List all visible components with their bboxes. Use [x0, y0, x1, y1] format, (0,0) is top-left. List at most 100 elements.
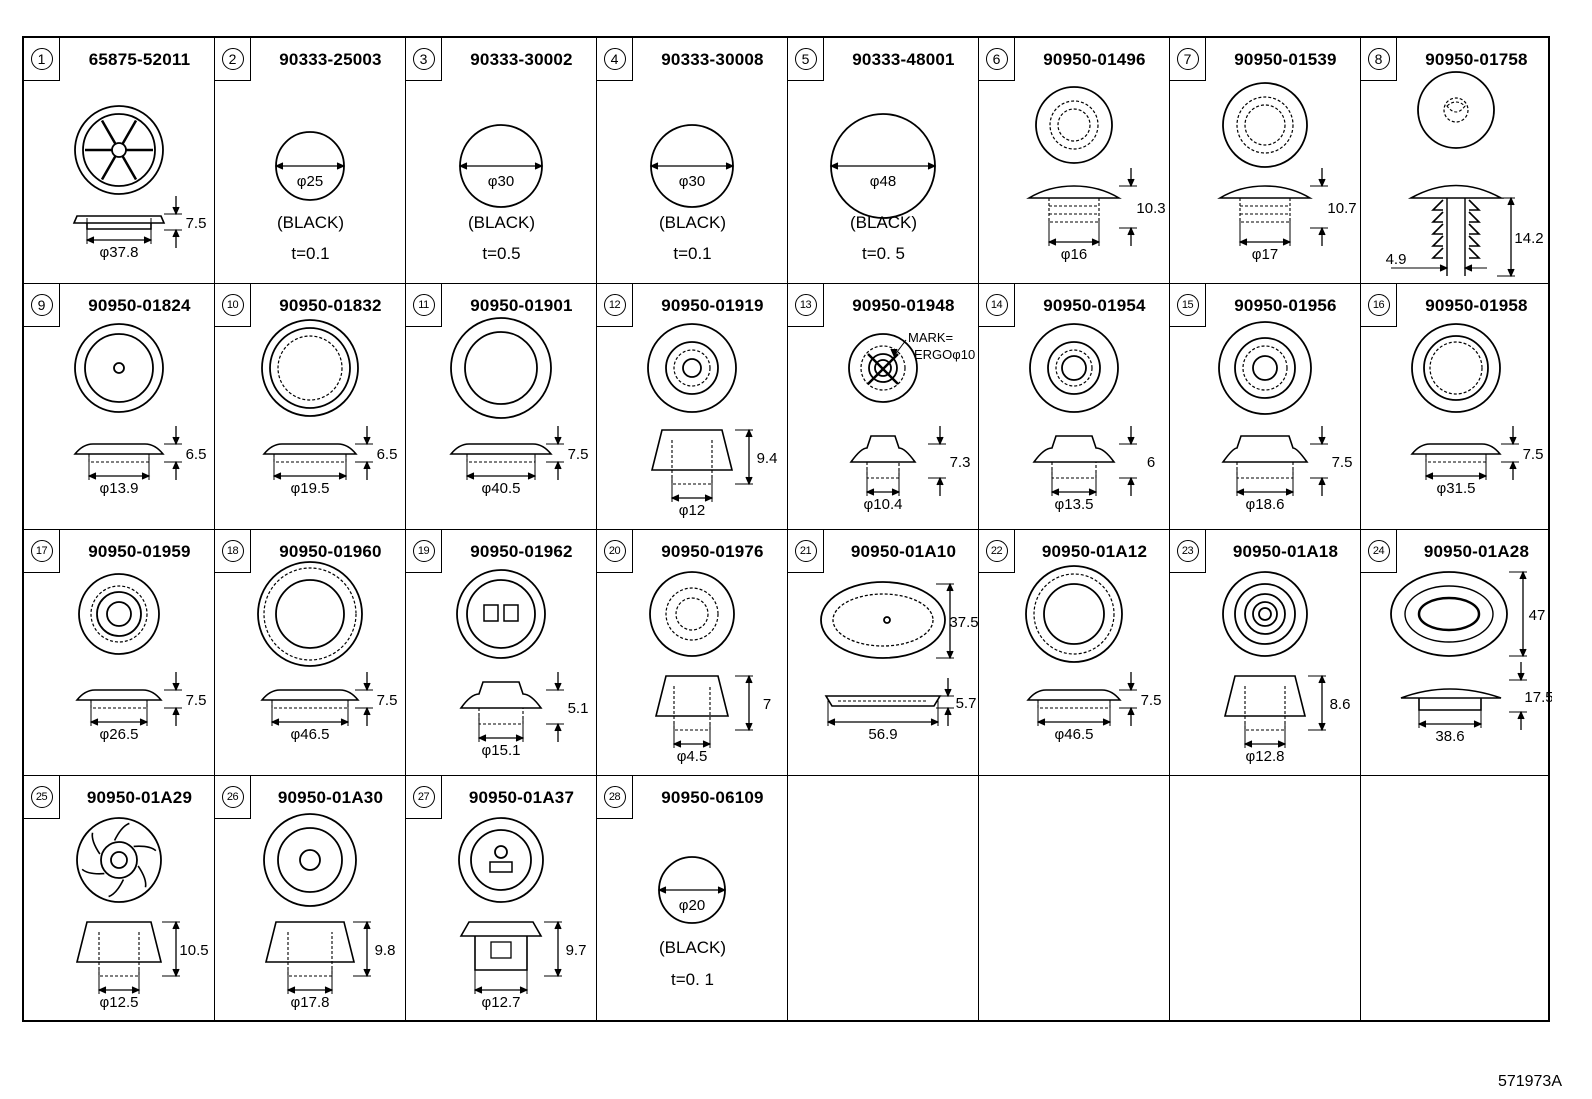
arrow-head	[826, 718, 836, 726]
arrow-head	[1282, 238, 1292, 246]
arrow-head	[1417, 720, 1427, 728]
callout-box: 2	[215, 38, 251, 81]
grommet-hidden-ring	[1244, 104, 1286, 146]
dimension-label: φ18.6	[1246, 496, 1285, 513]
grommet-ring	[868, 353, 898, 383]
arrow-head	[554, 722, 562, 732]
part-number: 90950-06109	[661, 788, 764, 807]
hub-circle	[111, 142, 127, 158]
arrow-head	[865, 488, 875, 496]
arrow-head	[1318, 722, 1326, 732]
grommet-body	[273, 454, 347, 463]
grommet-flange	[262, 443, 358, 455]
dimension-label: 7.5	[1141, 692, 1162, 709]
latch-window	[490, 941, 512, 959]
dimension-label: φ40.5	[482, 480, 521, 497]
callout-number: 16	[1367, 294, 1390, 316]
grommet-body	[271, 700, 349, 709]
dimension-label: 9.8	[375, 942, 396, 959]
part-number: 90950-01919	[661, 296, 764, 315]
grommet-ring	[1423, 335, 1489, 401]
arrow-head	[554, 920, 562, 930]
clip-hidden-ring	[1443, 97, 1469, 123]
color-note: (BLACK)	[658, 213, 727, 232]
arrow-head	[1050, 488, 1060, 496]
grommet-body	[1244, 686, 1286, 731]
arrow-head	[1519, 570, 1527, 580]
center-hole	[113, 362, 125, 374]
diameter-label: φ30	[679, 173, 705, 190]
grommet-cap	[849, 435, 917, 463]
center-hole	[874, 359, 892, 377]
grid-divider	[24, 529, 1548, 530]
grommet-ring	[1047, 341, 1101, 395]
grommet-outline	[1025, 565, 1123, 663]
arrow-head	[172, 206, 180, 216]
grommet-body	[466, 454, 536, 463]
grommet-outline	[1411, 323, 1501, 413]
grommet-body	[287, 932, 333, 977]
grommet-hidden-ring	[1057, 108, 1091, 142]
dimension-label: 56.9	[868, 726, 897, 743]
grommet-hidden-ring	[675, 597, 709, 631]
arrow-head	[1318, 674, 1326, 684]
callout-box: 20	[597, 530, 633, 573]
center-hole	[106, 601, 132, 627]
arrow-head	[1102, 718, 1112, 726]
arrow-head	[1127, 226, 1135, 236]
callout-box: 8	[1361, 38, 1397, 81]
arrow-head	[936, 436, 944, 446]
dimension-label: φ4.5	[677, 748, 708, 765]
rib-line	[108, 879, 125, 898]
callout-box: 27	[406, 776, 442, 819]
grommet-ring	[1252, 601, 1278, 627]
grommet-outline	[76, 817, 162, 903]
arrow-head	[745, 428, 753, 438]
oval-core	[1417, 596, 1481, 632]
grommet-ring	[269, 327, 351, 409]
arrow-head	[725, 162, 735, 170]
part-number: 90950-01824	[88, 296, 191, 315]
arrow-head	[1127, 682, 1135, 692]
grommet-ring	[1244, 593, 1286, 635]
callout-number: 10	[221, 294, 244, 316]
grommet-cap	[1221, 435, 1309, 463]
part-drawing: φ30	[649, 124, 735, 208]
arrow-head	[657, 886, 667, 894]
arrow-head	[1047, 238, 1057, 246]
callout-number: 11	[412, 294, 435, 316]
callout-box: 22	[979, 530, 1015, 573]
arrow-head	[944, 706, 952, 716]
callout-number: 8	[1367, 48, 1390, 70]
callout-number: 9	[30, 294, 53, 316]
grommet-outline	[456, 569, 546, 659]
grommet-flange	[449, 443, 553, 455]
arrow-head	[527, 472, 537, 480]
arrow-head	[1439, 264, 1449, 272]
dimension-label: φ17.8	[291, 994, 330, 1011]
arrow-head	[172, 920, 180, 930]
grid-divider	[24, 283, 1548, 284]
dimension-label: 9.7	[566, 942, 587, 959]
part-number: 90950-01948	[852, 296, 955, 315]
grommet-hidden-ring	[1049, 100, 1099, 150]
grommet-body	[1048, 198, 1100, 223]
arrow-head	[97, 986, 107, 994]
mark-label: MARK=	[908, 330, 953, 345]
grommet-outline	[74, 105, 164, 195]
part-number: 90950-01A29	[86, 788, 193, 807]
grommet-outline	[1417, 71, 1495, 149]
dimension-label: 6.5	[186, 446, 207, 463]
